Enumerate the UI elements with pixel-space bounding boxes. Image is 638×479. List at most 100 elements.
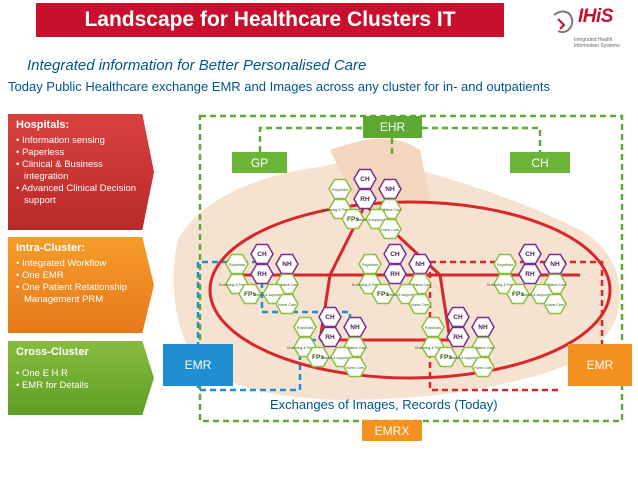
- hex-cell-nh: [408, 253, 432, 275]
- hex-label-polyclinics: Polyclinics: [297, 326, 314, 330]
- hex-cell-fps: [506, 283, 530, 305]
- hex-cell-ch: [353, 168, 377, 190]
- hex-label-ch: CH: [390, 251, 400, 258]
- hex-cell-nh: [343, 316, 367, 338]
- hex-label-polyclinics: Polyclinics: [425, 326, 442, 330]
- hex-label-home: Home Care: [346, 366, 364, 370]
- hex-label-home: Home Care: [546, 303, 564, 307]
- hex-label-ch: CH: [360, 176, 370, 183]
- hex-label-screening: Screening & Prevention: [287, 346, 324, 350]
- hex-label-palliative: Palliative Care: [276, 283, 299, 287]
- hex-cell-ch: [383, 243, 407, 265]
- cross-item: One E H R: [16, 368, 146, 380]
- hex-cell-home: [378, 218, 402, 240]
- hex-label-nh: NH: [385, 186, 395, 193]
- hex-cell-polyclinics: [421, 316, 445, 338]
- exchanges-label: Exchanges of Images, Records (Today): [270, 397, 498, 412]
- hospitals-item: Clinical & Business integration: [16, 159, 146, 183]
- hex-cell-polyclinics: [293, 316, 317, 338]
- hex-cell-nh: [543, 253, 567, 275]
- hex-cell-rh: [353, 188, 377, 210]
- hex-label-rehab: Rehab & support services: [522, 293, 562, 297]
- hex-label-nh: NH: [415, 261, 425, 268]
- hex-label-palliative: Palliative Care: [544, 283, 567, 287]
- hex-cell-home: [343, 356, 367, 378]
- hex-cell-polyclinics: [493, 253, 517, 275]
- hex-cell-ch: [446, 306, 470, 328]
- cluster-network-ellipse: [208, 200, 612, 380]
- hex-label-rehab: Rehab & support services: [357, 218, 397, 222]
- tagline: Today Public Healthcare exchange EMR and…: [8, 79, 550, 94]
- intra-heading: Intra-Cluster:: [16, 242, 86, 254]
- hex-label-polyclinics: Polyclinics: [497, 263, 514, 267]
- hex-label-ch: CH: [257, 251, 267, 258]
- intra-item: One EMR: [16, 270, 146, 282]
- hex-label-polyclinics: Polyclinics: [362, 263, 379, 267]
- hex-cell-ch: [518, 243, 542, 265]
- hex-label-rh: RH: [257, 271, 267, 278]
- hex-label-screening: Screening & Prevention: [322, 208, 359, 212]
- hex-label-ch: CH: [453, 314, 463, 321]
- intra-item: Integrated Workflow: [16, 258, 146, 270]
- ch-box: CH: [510, 152, 570, 173]
- hex-label-home: Home Care: [411, 303, 429, 307]
- hex-label-fps: FPs: [440, 354, 452, 361]
- hex-label-nh: NH: [282, 261, 292, 268]
- hex-cell-nh: [471, 316, 495, 338]
- hex-label-palliative: Palliative Care: [379, 208, 402, 212]
- hex-label-screening: Screening & Prevention: [352, 283, 389, 287]
- hex-label-rh: RH: [453, 334, 463, 341]
- hex-label-home: Home Care: [278, 303, 296, 307]
- intra-cluster-panel: Intra-Cluster: Integrated Workflow One E…: [8, 237, 154, 333]
- ehr-gp-connector: [258, 126, 363, 152]
- hex-label-rh: RH: [360, 196, 370, 203]
- ehr-box: EHR: [363, 116, 422, 138]
- hex-cell-fps: [371, 283, 395, 305]
- hex-label-rehab: Rehab & support services: [387, 293, 427, 297]
- hex-cell-rh: [318, 326, 342, 348]
- hex-label-nh: NH: [550, 261, 560, 268]
- hex-label-rehab: Rehab & support services: [254, 293, 294, 297]
- gp-box: GP: [232, 152, 287, 173]
- hex-label-rh: RH: [525, 271, 535, 278]
- hex-label-home: Home Care: [474, 366, 492, 370]
- hex-cell-home: [471, 356, 495, 378]
- intra-item: One Patient Relationship Management PRM: [16, 282, 146, 306]
- hospitals-item: Paperless: [16, 147, 146, 159]
- hex-label-palliative: Palliative Care: [344, 346, 367, 350]
- hex-cell-fps: [238, 283, 262, 305]
- ehr-ch-connector: [422, 126, 542, 152]
- hex-label-palliative: Palliative Care: [409, 283, 432, 287]
- hex-cell-nh: [378, 178, 402, 200]
- hex-label-fps: FPs: [512, 291, 524, 298]
- hex-cell-nh: [275, 253, 299, 275]
- hex-label-rh: RH: [325, 334, 335, 341]
- hospitals-item: Advanced Clinical Decision support: [16, 183, 146, 207]
- cross-cluster-panel: Cross-Cluster One E H R EMR for Details: [8, 341, 154, 415]
- hex-cell-ch: [318, 306, 342, 328]
- hex-label-home: Home Care: [381, 228, 399, 232]
- hospitals-heading: Hospitals:: [16, 119, 70, 131]
- hex-cell-fps: [306, 346, 330, 368]
- hex-label-polyclinics: Polyclinics: [229, 263, 246, 267]
- hex-label-fps: FPs: [312, 354, 324, 361]
- page-title: Landscape for Healthcare Clusters IT: [36, 3, 504, 37]
- hex-label-rehab: Rehab & support services: [322, 356, 362, 360]
- subtitle: Integrated information for Better Person…: [27, 57, 367, 74]
- hex-cell-rh: [250, 263, 274, 285]
- hex-cell-rh: [446, 326, 470, 348]
- hex-cell-home: [408, 293, 432, 315]
- ihis-logo-icon: [553, 10, 574, 33]
- hex-label-screening: Screening & Prevention: [219, 283, 256, 287]
- emr-left-box: EMR: [163, 344, 233, 386]
- hex-label-screening: Screening & Prevention: [415, 346, 452, 350]
- hex-cell-ch: [250, 243, 274, 265]
- hex-cell-home: [275, 293, 299, 315]
- hex-label-fps: FPs: [244, 291, 256, 298]
- hospitals-panel: Hospitals: Information sensing Paperless…: [8, 114, 154, 230]
- hex-cell-rh: [518, 263, 542, 285]
- hex-cell-fps: [434, 346, 458, 368]
- hex-cell-rh: [383, 263, 407, 285]
- hex-cell-polyclinics: [328, 178, 352, 200]
